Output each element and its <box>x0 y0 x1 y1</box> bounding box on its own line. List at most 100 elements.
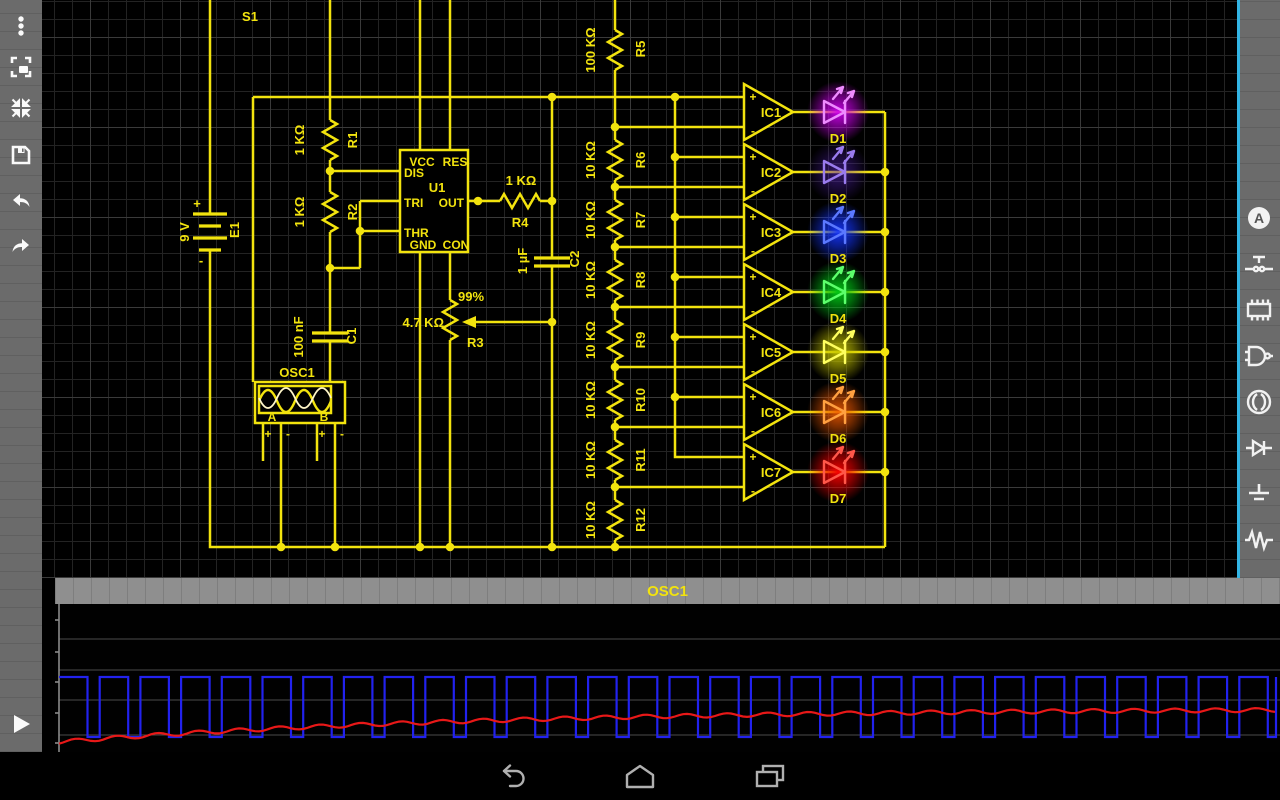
nav-recents-button[interactable] <box>753 762 787 790</box>
timer-name: U1 <box>429 180 446 195</box>
svg-text:10 KΩ: 10 KΩ <box>583 441 598 479</box>
svg-text:1 KΩ: 1 KΩ <box>506 173 537 188</box>
scope-axis <box>55 604 60 752</box>
comparator-IC7[interactable]: + - IC7 <box>742 441 796 503</box>
undo-button[interactable] <box>9 189 33 213</box>
potentiometer-R3[interactable]: 99% 4.7 KΩ R3 <box>403 289 485 350</box>
svg-text:GND: GND <box>410 238 437 252</box>
svg-text:DIS: DIS <box>404 166 424 180</box>
fit-screen-button[interactable] <box>9 55 33 79</box>
battery-name: E1 <box>227 222 242 238</box>
svg-text:10 KΩ: 10 KΩ <box>583 321 598 359</box>
comparator-IC2[interactable]: + - IC2 <box>742 141 796 203</box>
resistor-R7[interactable]: 10 KΩ R7 <box>583 198 648 242</box>
svg-text:IC2: IC2 <box>761 165 781 180</box>
led-D6[interactable]: D6 <box>807 381 869 446</box>
svg-text:R7: R7 <box>633 212 648 229</box>
led-D5[interactable]: D5 <box>807 321 869 386</box>
play-button[interactable] <box>9 712 33 736</box>
svg-text:R11: R11 <box>633 448 648 471</box>
oscilloscope-component-OSC1[interactable]: OSC1 A B + - + - <box>253 365 347 441</box>
led-D1[interactable]: D1 <box>807 81 869 146</box>
redo-button[interactable] <box>9 234 33 258</box>
svg-text:+: + <box>749 450 756 464</box>
svg-text:4.7 KΩ: 4.7 KΩ <box>403 315 445 330</box>
svg-text:VCC: VCC <box>409 155 435 169</box>
svg-text:IC4: IC4 <box>761 285 782 300</box>
svg-text:D7: D7 <box>830 491 847 506</box>
comparator-IC4[interactable]: + - IC4 <box>742 261 796 323</box>
home-icon <box>625 764 655 789</box>
palette-item-logic-gate[interactable] <box>1243 340 1275 372</box>
svg-text:R8: R8 <box>633 272 648 289</box>
svg-text:+: + <box>749 210 756 224</box>
nav-back-button[interactable] <box>495 762 529 790</box>
resistor-R5[interactable]: 100 KΩ R5 <box>583 27 648 72</box>
palette-item-pushbutton[interactable] <box>1243 248 1275 280</box>
palette-item-diode[interactable] <box>1243 432 1275 464</box>
resistor-R8[interactable]: 10 KΩ R8 <box>583 258 648 302</box>
comparator-IC1[interactable]: + - IC1 <box>742 81 796 143</box>
collapse-button[interactable] <box>9 96 33 120</box>
svg-text:IC7: IC7 <box>761 465 781 480</box>
scope-title-bar[interactable]: OSC1 <box>55 578 1280 604</box>
undo-icon <box>13 194 30 207</box>
svg-text:1 KΩ: 1 KΩ <box>292 125 307 156</box>
save-button[interactable] <box>9 143 33 167</box>
resistor-R12[interactable]: 10 KΩ R12 <box>583 498 648 542</box>
left-toolbar <box>0 0 42 752</box>
led-D7[interactable]: D7 <box>807 441 869 506</box>
comparator-IC3[interactable]: + - IC3 <box>742 201 796 263</box>
led-D3[interactable]: D3 <box>807 201 869 266</box>
resistor-R6[interactable]: 10 KΩ R6 <box>583 138 648 182</box>
palette-item-ground[interactable] <box>1243 478 1275 510</box>
timer-U1[interactable]: VCC RES DIS U1 TRI OUT THR GND CON <box>398 148 469 254</box>
resistor-R2[interactable]: 1 KΩ R2 <box>292 190 360 234</box>
pushbutton-switch-icon <box>1245 255 1273 273</box>
svg-text:C2: C2 <box>567 251 582 268</box>
palette-item-resistor[interactable] <box>1243 524 1275 556</box>
svg-text:-: - <box>751 124 755 138</box>
resistor-R10[interactable]: 10 KΩ R10 <box>583 378 648 422</box>
potentiometer-percent: 99% <box>458 289 484 304</box>
svg-text:-: - <box>751 244 755 258</box>
scope-panel[interactable] <box>55 604 1280 752</box>
resistor-R1[interactable]: 1 KΩ R1 <box>292 118 360 162</box>
battery-plus: + <box>193 196 201 211</box>
palette-item-motor[interactable] <box>1243 386 1275 418</box>
resistor-R11[interactable]: 10 KΩ R11 <box>583 438 648 482</box>
wires <box>208 0 887 549</box>
battery-E1[interactable]: + - 9 V E1 <box>177 196 242 268</box>
comparator-IC6[interactable]: + - IC6 <box>742 381 796 443</box>
overflow-menu-button[interactable] <box>9 14 33 38</box>
palette-item-ammeter[interactable]: A <box>1243 202 1275 234</box>
svg-text:IC3: IC3 <box>761 225 781 240</box>
svg-text:1 µF: 1 µF <box>515 248 530 274</box>
resistor-R4[interactable]: 1 KΩ R4 <box>498 173 542 230</box>
led-D4[interactable]: D4 <box>807 261 869 326</box>
led-D2[interactable]: D2 <box>807 141 869 206</box>
comparator-IC5[interactable]: + - IC5 <box>742 321 796 383</box>
save-icon <box>11 145 31 165</box>
svg-text:100 nF: 100 nF <box>291 316 306 357</box>
overflow-menu-icon <box>18 16 24 36</box>
capacitor-C2[interactable]: 1 µF C2 <box>515 248 582 274</box>
svg-text:+: + <box>318 427 325 441</box>
svg-text:-: - <box>751 304 755 318</box>
palette-item-ic-chip[interactable] <box>1243 294 1275 326</box>
schematic-canvas[interactable]: S1 + - 9 V E1 1 KΩ R1 1 KΩ R2 VCC RES DI… <box>0 0 1280 578</box>
svg-text:+: + <box>749 330 756 344</box>
nav-home-button[interactable] <box>623 762 657 790</box>
recents-icon <box>755 764 785 788</box>
svg-text:-: - <box>751 184 755 198</box>
svg-text:R5: R5 <box>633 41 648 58</box>
play-icon <box>14 715 30 733</box>
ground-icon <box>1249 484 1269 501</box>
svg-text:R6: R6 <box>633 152 648 169</box>
svg-text:R2: R2 <box>345 204 360 221</box>
capacitor-C1[interactable]: 100 nF C1 <box>291 316 359 357</box>
svg-text:OUT: OUT <box>439 196 465 210</box>
resistor-R9[interactable]: 10 KΩ R9 <box>583 318 648 362</box>
motor-icon <box>1246 389 1272 415</box>
svg-text:R4: R4 <box>512 215 529 230</box>
